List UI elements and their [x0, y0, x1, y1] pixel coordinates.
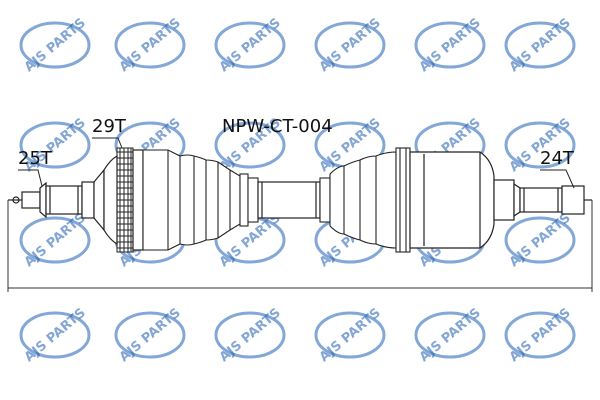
overall-length-line: [7, 200, 593, 292]
outer-boot: [142, 149, 259, 251]
inner-boot: [319, 147, 411, 253]
inner-spline-teeth-label: 24T: [540, 148, 575, 169]
inner-cv-joint: [409, 151, 495, 249]
drive-shaft: [257, 181, 321, 219]
label-leaders: [18, 137, 575, 189]
inner-stub-right: [493, 179, 592, 221]
abs-ring-teeth-label: 29T: [92, 116, 127, 137]
outer-stub-left: [8, 168, 105, 232]
part-number-label: NPW-CT-004: [222, 116, 333, 137]
outer-spline-teeth-label: 25T: [18, 148, 53, 169]
abs-ring: [116, 147, 134, 253]
